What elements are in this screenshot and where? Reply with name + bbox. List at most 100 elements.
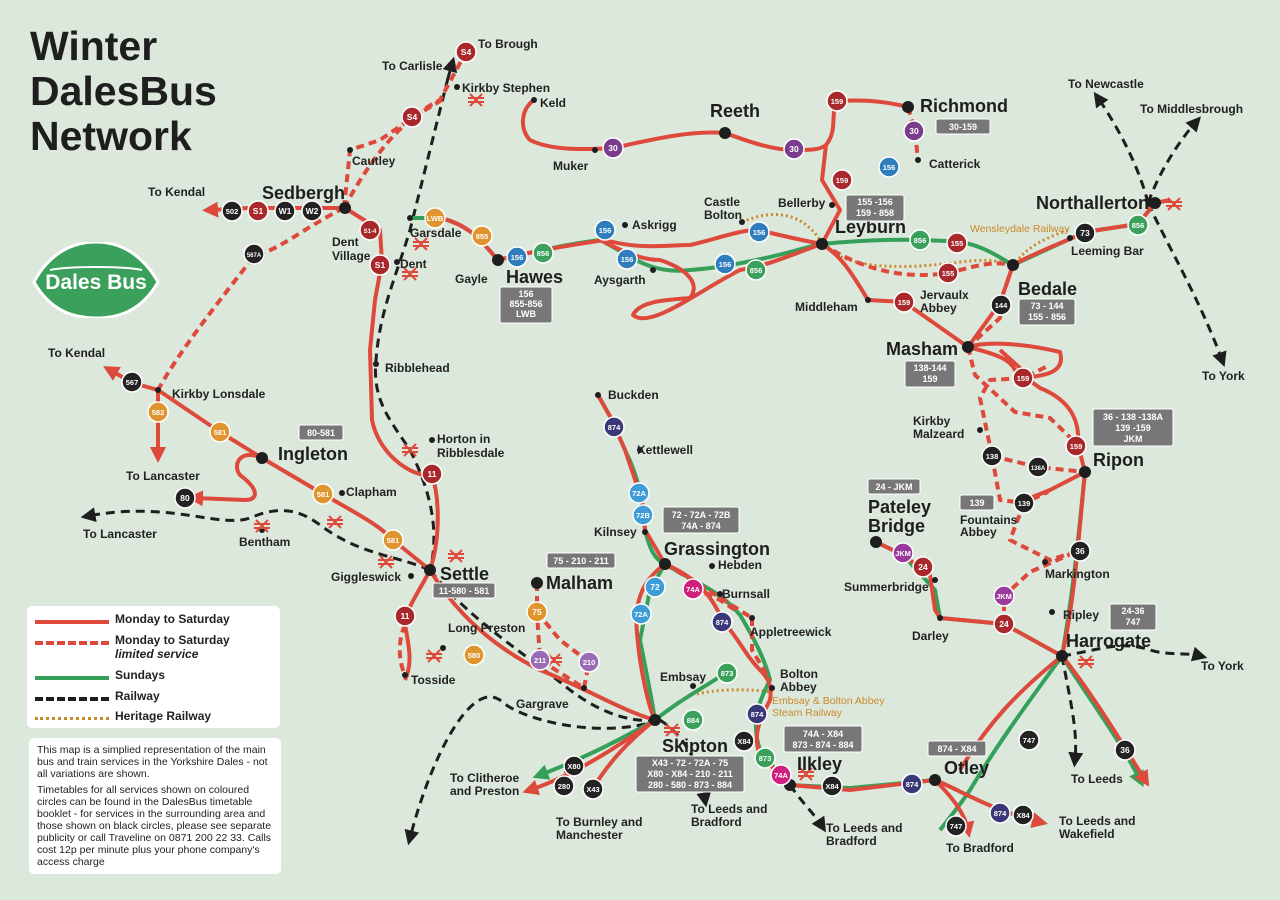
route-badge-circle — [247, 200, 269, 222]
route-badge-s4b: S4 — [401, 106, 423, 128]
route-badge-circle — [630, 603, 652, 625]
route-badge-circle — [582, 778, 604, 800]
note-paragraph-1: This map is a simplied representation of… — [37, 744, 268, 780]
route-badge-label: 159 — [836, 176, 849, 185]
route-badge-r72a2: 72A — [630, 603, 652, 625]
svg-text:156: 156 — [518, 289, 533, 299]
route-badge-label: 156 — [511, 253, 524, 262]
route-badge-r502: 502 — [221, 200, 243, 222]
route-badge-r874e: 874 — [989, 802, 1011, 824]
route-badge-label: 856 — [1132, 221, 1145, 230]
route-badge-r159a: 159 — [826, 90, 848, 112]
route-badge-r884: 884 — [682, 709, 704, 731]
route-badge-r156b: 156 — [506, 246, 528, 268]
route-badge-circle — [471, 225, 493, 247]
route-badge-r581b: 581 — [312, 483, 334, 505]
label-ripley: Ripley — [1063, 608, 1099, 622]
route-badge-r156d: 156 — [616, 248, 638, 270]
route-badge-circle — [147, 401, 169, 423]
route-badge-label: 567 — [126, 378, 139, 387]
label-dent: Dent — [400, 257, 427, 271]
label-keld: Keld — [540, 96, 566, 110]
route-badge-r156c: 156 — [594, 219, 616, 241]
station-ilkley-icon — [798, 767, 814, 781]
route-badge-r874d: 874 — [901, 773, 923, 795]
route-badge-circle — [901, 773, 923, 795]
label-horton-1: Horton in — [437, 432, 490, 446]
route-badge-label: 74A — [686, 585, 700, 594]
route-badge-label: 159 — [1070, 442, 1083, 451]
route-badge-label: S4 — [407, 112, 418, 122]
route-badge-circle — [312, 483, 334, 505]
label-bolton-abbey-2: Abbey — [780, 680, 817, 694]
route-badge-circle — [826, 90, 848, 112]
label-to-clitheroe-2: and Preston — [450, 784, 519, 798]
label-to-kendal-2: To Kendal — [48, 346, 105, 360]
route-badge-label: 502 — [226, 207, 239, 216]
route-badge-r210: 210 — [578, 651, 600, 673]
info-box-fountains: 139 — [959, 494, 995, 511]
route-badge-circle — [529, 649, 551, 671]
route-badge-jkm1: JKM — [892, 542, 914, 564]
route-badge-label: 856 — [537, 249, 550, 258]
route-badge-r873b: 873 — [754, 747, 776, 769]
label-clapham: Clapham — [346, 485, 397, 499]
label-to-leeds-bradford2-1: To Leeds and — [826, 821, 902, 835]
route-badge-circle — [993, 585, 1015, 607]
svg-text:JKM: JKM — [1123, 434, 1142, 444]
label-embsay: Embsay — [660, 670, 706, 684]
legend-label-railway: Railway — [115, 689, 160, 703]
town-richmond: Richmond — [920, 96, 1008, 116]
route-badge-label: S1 — [253, 206, 264, 216]
town-reeth: Reeth — [710, 101, 760, 121]
route-badge-label: 581 — [387, 536, 400, 545]
label-horton-2: Ribblesdale — [437, 446, 505, 460]
svg-text:74A - 874: 74A - 874 — [681, 521, 720, 531]
svg-text:X43 - 72 - 72A - 75: X43 - 72 - 72A - 75 — [652, 758, 728, 768]
route-badge-circle — [1027, 456, 1049, 478]
legend-swatch-sunday — [35, 676, 109, 680]
info-box-malham: 75 - 210 - 211 — [546, 552, 616, 569]
town-bridge: Bridge — [868, 516, 925, 536]
route-badge-circle — [714, 253, 736, 275]
route-badge-circle — [893, 291, 915, 313]
route-badge-label: 138 — [986, 452, 999, 461]
title-line-3: Network — [30, 113, 192, 159]
svg-text:855-856: 855-856 — [509, 299, 542, 309]
route-badge-circle — [909, 229, 931, 251]
svg-text:11-580 - 581: 11-580 - 581 — [439, 586, 490, 596]
info-box-settle: 11-580 - 581 — [432, 582, 496, 599]
route-badge-label: 36 — [1120, 745, 1130, 755]
route-badge-r855: 855 — [471, 225, 493, 247]
dalesbus-logo: Dales Bus — [32, 242, 160, 318]
route-badge-circle — [783, 138, 805, 160]
label-garsdale: Garsdale — [410, 226, 462, 240]
label-to-leeds-wakefield-2: Wakefield — [1059, 827, 1115, 841]
route-badge-label: 73 — [1080, 228, 1090, 238]
label-dent-village-1: Dent — [332, 235, 359, 249]
route-badge-jkm2: JKM — [993, 585, 1015, 607]
route-badge-rx43: X43 — [582, 778, 604, 800]
map-title: Winter DalesBus Network — [30, 24, 217, 159]
town-skipton: Skipton — [662, 736, 728, 756]
label-kirkby-malzeard-1: Kirkby — [913, 414, 951, 428]
route-badge-label: 139 — [1018, 499, 1031, 508]
town-labels: Sedbergh Reeth Richmond Leyburn Northall… — [262, 96, 1151, 778]
route-badge-label: JKM — [895, 549, 911, 558]
route-badge-circle — [746, 703, 768, 725]
label-gayle: Gayle — [455, 272, 488, 286]
route-badge-circle — [748, 221, 770, 243]
label-jervaulx-1: Jervaulx — [920, 288, 969, 302]
route-badge-r30c: 30 — [903, 120, 925, 142]
route-badge-label: 874 — [608, 423, 621, 432]
route-badge-circle — [1114, 739, 1136, 761]
route-badge-r75: 75 — [526, 601, 548, 623]
route-badge-circle — [394, 605, 416, 627]
label-askrigg: Askrigg — [632, 218, 677, 232]
label-to-brough: To Brough — [478, 37, 538, 51]
route-badge-label: 873 — [759, 754, 772, 763]
route-badge-label: 280 — [558, 782, 571, 791]
route-badge-r155a: 155 — [946, 232, 968, 254]
